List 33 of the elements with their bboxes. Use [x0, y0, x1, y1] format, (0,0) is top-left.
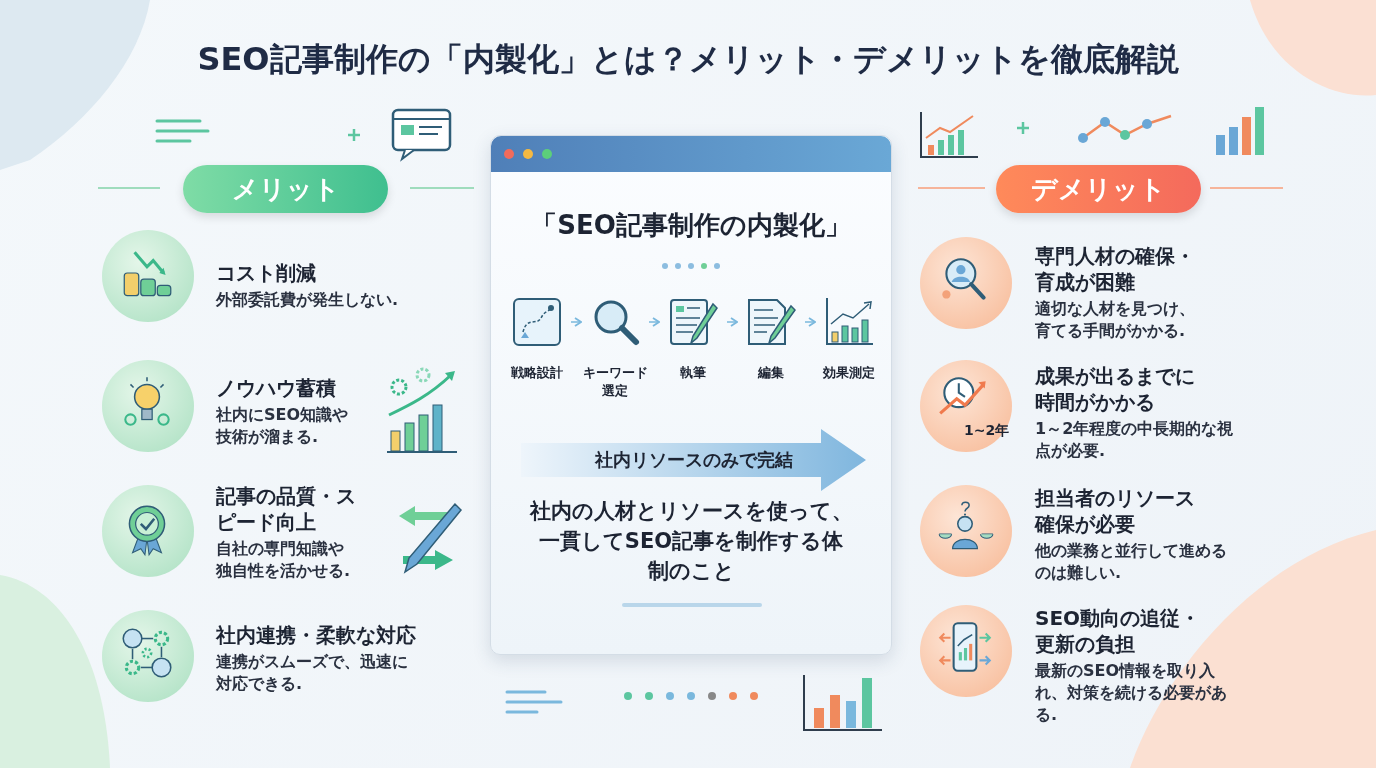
- item-description: 最新のSEO情報を取り入れ、対策を続ける必要がある.: [1035, 660, 1228, 726]
- section-header: メリット: [183, 165, 388, 213]
- item-heading: ノウハウ蓄積: [216, 375, 337, 401]
- item-heading: 成果が出るまでに時間がかかる: [1035, 363, 1196, 415]
- step-label: 執筆: [680, 365, 706, 380]
- item-description: 他の業務と並行して進めるのは難しい.: [1035, 540, 1228, 584]
- arrow: [648, 317, 660, 327]
- item-heading: SEO動向の追従・更新の負担: [1035, 605, 1202, 657]
- step-label: 編集: [758, 365, 784, 380]
- section-header: デメリット: [996, 165, 1201, 213]
- step-label: キーワード選定: [582, 365, 648, 398]
- item-heading: 専門人材の確保・育成が困難: [1035, 243, 1196, 295]
- item-description: 外部委託費が発生しない.: [216, 289, 400, 311]
- arrow: [804, 317, 816, 327]
- item-heading: 社内連携・柔軟な対応: [216, 622, 417, 648]
- item-description: 社内にSEO知識や技術が溜まる.: [216, 404, 350, 448]
- arrow: [726, 317, 738, 327]
- item-description: 1～2年程度の中長期的な視点が必要.: [1035, 418, 1235, 462]
- item-description: 自社の専門知識や独自性を活かせる.: [216, 538, 352, 582]
- item-heading: コスト削減: [216, 260, 317, 286]
- item-description: 適切な人材を見つけ、育てる手間がかかる.: [1035, 298, 1196, 342]
- icon-caption: 1~2年: [964, 422, 1010, 440]
- browser-window: [490, 135, 892, 655]
- item-heading: 担当者のリソース確保が必要: [1035, 485, 1196, 537]
- item-description: 連携がスムーズで、迅速に対応できる.: [216, 651, 409, 695]
- card-description: 社内の人材とリソースを使って、一貫してSEO記事を制作する体制のこと: [529, 499, 853, 583]
- arrow-banner: 社内リソースのみで完結: [521, 429, 866, 491]
- arrow: [570, 317, 582, 327]
- page-title: SEO記事制作の「内製化」とは？メリット・デメリットを徹底解説: [197, 40, 1179, 78]
- card-title: 「SEO記事制作の内製化」: [531, 210, 851, 240]
- step-label: 戦略設計: [511, 365, 563, 380]
- item-heading: 記事の品質・スピード向上: [216, 483, 356, 535]
- step-label: 効果測定: [823, 365, 875, 380]
